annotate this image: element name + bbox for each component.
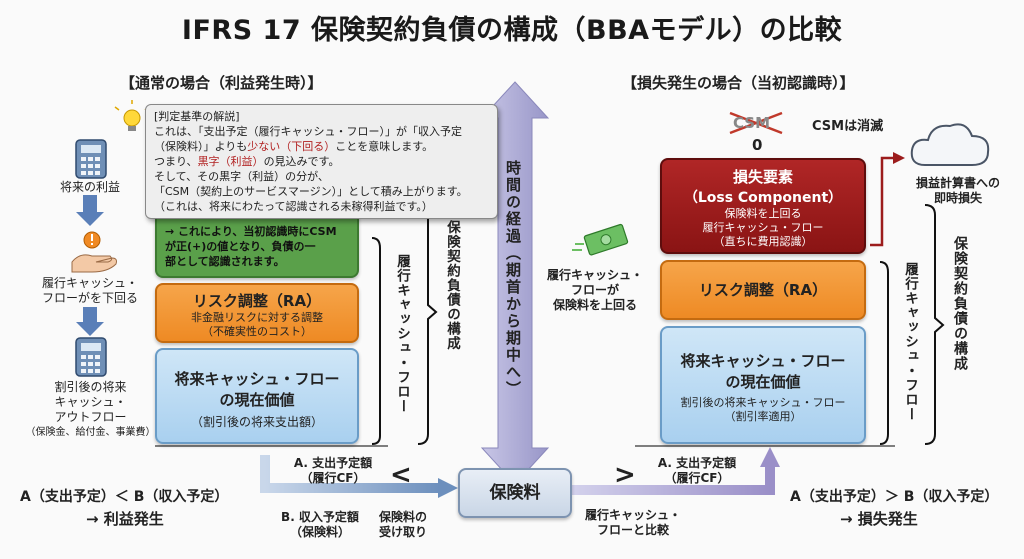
left-bracket-cf	[371, 237, 381, 445]
ra-box-right: リスク調整（RA）	[660, 260, 866, 320]
right-heading: 【損失発生の場合（当初認識時）】	[622, 74, 855, 92]
ra-title: リスク調整（RA）	[192, 292, 322, 310]
left-flow-arrows	[76, 195, 104, 336]
lightbulb-icon	[114, 100, 150, 131]
calculator-icon-top	[75, 139, 107, 179]
right-cf-bracket-label: 履行キャッシュ・フロー	[902, 262, 918, 422]
csm-vanish-label: CSMは消滅	[812, 119, 884, 134]
right-liab-bracket-label: 保険契約負債の構成	[952, 236, 968, 371]
right-bracket-cf	[879, 261, 889, 445]
label-a-right: A. 支出予定額 （履行CF）	[657, 456, 737, 485]
label-receive: 保険料の 受け取り	[378, 510, 427, 539]
right-result: → 損失発生	[840, 510, 918, 528]
left-bracket-liab	[417, 194, 438, 445]
csm-struck-label: CSM	[733, 114, 771, 132]
cf-exceeds-label: 履行キャッシュ・ フローが 保険料を上回る	[546, 268, 643, 312]
pv-outflow-label: 割引後の将来 キャッシュ・ アウトフロー （保険金、給付金、事業費）	[25, 380, 156, 438]
csm-zero: 0	[752, 136, 763, 154]
less-than-sign: <	[390, 460, 412, 490]
time-axis-label: 時間の経過（期首から期中へ）	[504, 160, 522, 398]
ra-box-left: リスク調整（RA） 非金融リスクに対する調整 （不確実性のコスト）	[155, 283, 359, 343]
right-bracket-liab	[924, 204, 945, 445]
cloud-icon	[910, 123, 990, 166]
right-condition: A（支出予定）＞ B（収入予定）	[790, 489, 999, 505]
left-heading: 【通常の場合（利益発生時）】	[120, 74, 323, 92]
hand-warning-icon	[71, 231, 117, 273]
pv-box-left: 将来キャッシュ・フロー の現在価値 （割引後の将来支出額）	[155, 348, 359, 444]
judgment-note: [判定基準の解説] これは、「支出予定（履行キャッシュ・フロー）」が「収入予定 …	[145, 104, 498, 219]
loss-component-box: 損失要素 （Loss Component） 保険料を上回る 履行キャッシュ・フロ…	[660, 158, 866, 254]
flow-from-premium	[572, 465, 775, 495]
left-cf-bracket-label: 履行キャッシュ・フロー	[394, 254, 410, 414]
left-condition: A（支出予定）＜ B（収入予定）	[20, 489, 229, 505]
premium-box: 保険料	[458, 468, 572, 518]
label-b: B. 収入予定額 （保険料）	[281, 510, 359, 539]
money-icon	[572, 223, 629, 256]
left-liab-bracket-label: 保険契約負債の構成	[444, 220, 460, 351]
greater-than-sign: >	[614, 460, 636, 490]
page-title: IFRS 17 保険契約負債の構成（BBAモデル）の比較	[181, 15, 843, 46]
future-profit-label: 将来の利益	[59, 180, 120, 194]
loss-to-pl-arrow	[870, 156, 895, 247]
csm-strike-icon	[729, 111, 783, 135]
left-result: → 利益発生	[86, 510, 164, 528]
pl-immediate-loss-label: 損益計算書への 即時損失	[915, 176, 1000, 205]
label-compare: 履行キャッシュ・ フローと比較	[584, 508, 681, 537]
calculator-icon-bottom	[75, 337, 107, 377]
cf-below-label: 履行キャッシュ・ フローがを下回る	[41, 276, 138, 305]
pv-box-right: 将来キャッシュ・フロー の現在価値 割引後の将来キャッシュ・フロー （割引率適用…	[660, 326, 866, 444]
label-a-left: A. 支出予定額 （履行CF）	[293, 456, 373, 485]
flow-to-premium	[260, 455, 440, 493]
